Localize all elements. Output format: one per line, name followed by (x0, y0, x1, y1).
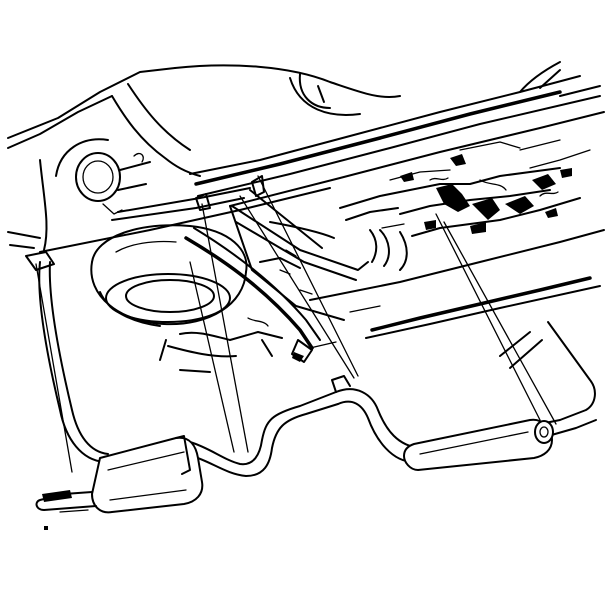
hanger-leader-lines (35, 175, 557, 473)
resonator (403, 418, 554, 471)
transmission-area (339, 139, 591, 271)
spare-tire (90, 224, 248, 327)
fuel-tank (159, 205, 345, 373)
crossmember (39, 175, 369, 363)
muffler (91, 435, 204, 514)
exhaust-pipe (25, 251, 597, 477)
tailpipe (35, 490, 97, 530)
frame-rails (189, 61, 605, 339)
body-panel (7, 64, 401, 251)
